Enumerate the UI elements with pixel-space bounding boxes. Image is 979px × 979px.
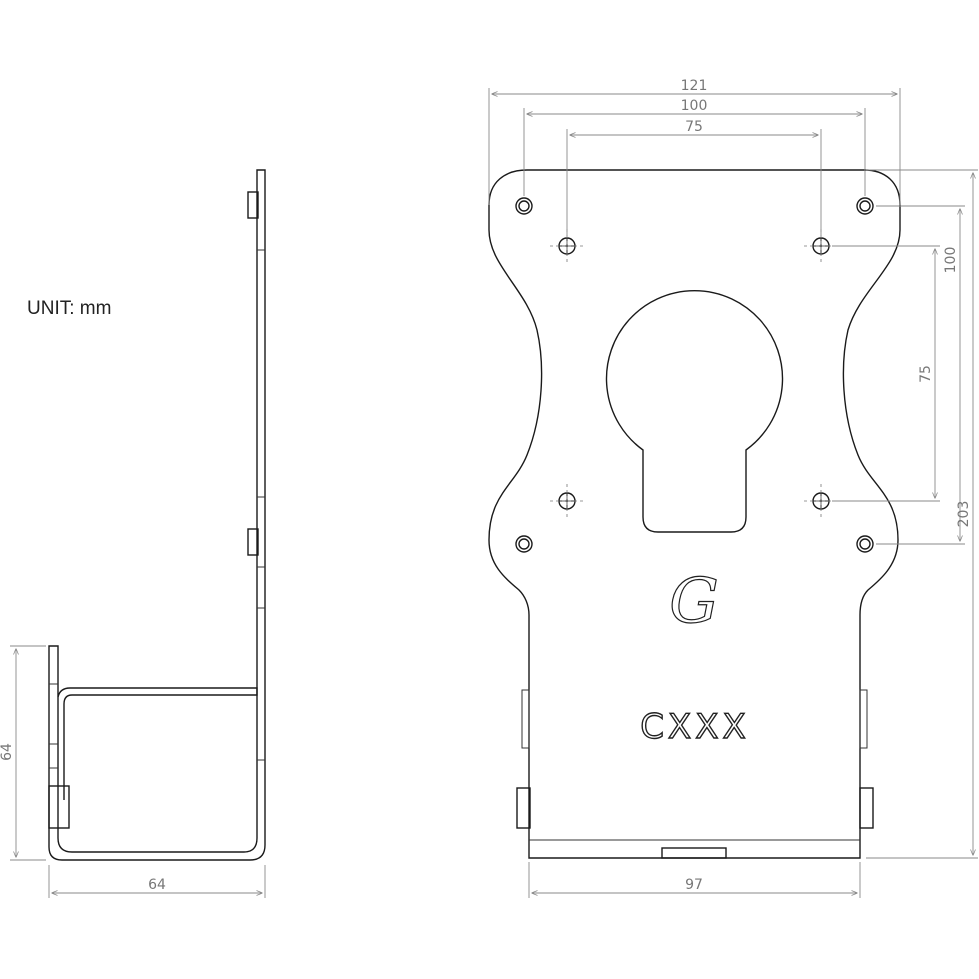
brand-logo-mark: G	[669, 564, 719, 637]
mount-hole-bottom-left	[515, 535, 533, 553]
dim-text-overall-width: 121	[681, 78, 708, 94]
dim-text-bottom-width: 97	[685, 877, 703, 893]
front-keyhole-cutout	[605, 290, 784, 533]
front-bottom-tab-left	[516, 787, 531, 829]
vesa-hole-bottom-left	[550, 484, 584, 518]
mount-hole-bottom-right	[856, 535, 874, 553]
front-side-slot-right	[859, 689, 868, 749]
dim-text-vesa-100-v: 100	[943, 247, 959, 274]
side-screw-top	[247, 191, 259, 219]
mount-hole-top-right	[856, 197, 874, 215]
dim-text-vesa-100-h: 100	[681, 98, 708, 114]
front-view: G CXXX 121 100 75 97 100 75	[488, 78, 978, 898]
side-vertical-plate	[48, 169, 266, 861]
model-engraving: CXXX	[640, 707, 750, 747]
front-side-slot-left	[521, 689, 530, 749]
dim-text-depth: 64	[148, 877, 166, 893]
side-cage-top	[57, 687, 258, 800]
vesa-hole-top-right	[804, 229, 838, 263]
side-view: 64 64	[0, 169, 266, 898]
dim-text-overall-height: 203	[956, 501, 972, 528]
dim-text-height: 64	[0, 743, 15, 761]
front-bottom-tab-right	[859, 787, 874, 829]
dim-text-vesa-75-h: 75	[685, 119, 703, 135]
unit-label: UNIT: mm	[27, 298, 112, 319]
side-screw-middle	[247, 528, 259, 556]
mount-hole-top-left	[515, 197, 533, 215]
vesa-hole-bottom-right	[804, 484, 838, 518]
side-bracket-tab	[48, 785, 70, 829]
vesa-hole-top-left	[550, 229, 584, 263]
front-plate-outline	[488, 169, 901, 859]
front-bottom-notch	[661, 847, 727, 859]
dim-text-vesa-75-v: 75	[918, 365, 934, 383]
